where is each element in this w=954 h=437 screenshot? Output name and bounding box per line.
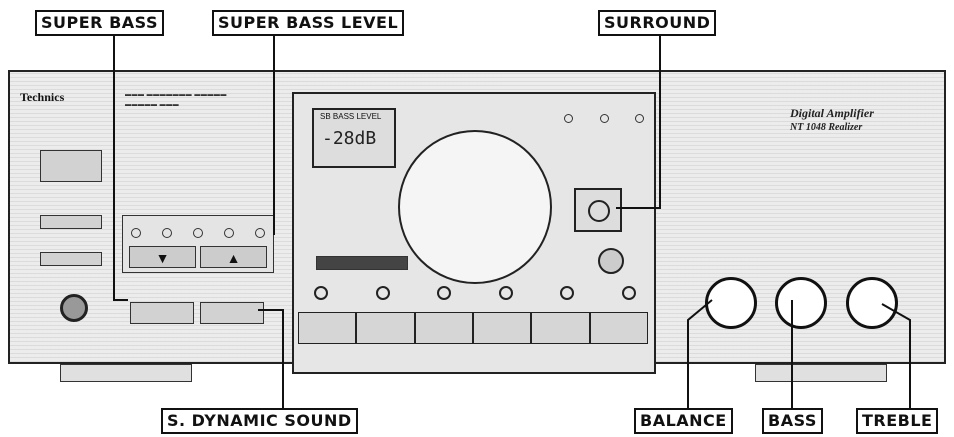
input-led-icon	[375, 286, 390, 300]
tape-monitor-knob-icon[interactable]	[598, 248, 624, 274]
super-bass-level-block: ▼ ▲	[122, 215, 274, 273]
surround-button[interactable]	[574, 188, 622, 232]
level-display-title: SB BASS LEVEL	[320, 112, 382, 121]
indicator-led-icon	[599, 114, 609, 123]
left-foot	[60, 364, 192, 382]
treble-leader	[881, 303, 911, 410]
level-indicator-icon	[224, 228, 234, 238]
brand-logo: Technics	[20, 90, 65, 104]
input-button-tape[interactable]	[414, 312, 473, 344]
input-button-aux[interactable]	[589, 312, 648, 344]
surround-knob-icon	[588, 200, 610, 222]
indicator-led-icon	[564, 114, 573, 123]
model-caption-2: ▬▬▬▬▬ ▬▬▬	[125, 102, 180, 108]
center-display-panel: SB BASS LEVEL -28dB	[292, 92, 656, 374]
input-led-icon	[498, 286, 513, 300]
balance-mode-button[interactable]	[316, 256, 408, 270]
s-dynamic-sound-button[interactable]	[200, 302, 264, 324]
level-indicator-icon	[193, 228, 203, 238]
callout-treble: TREBLE	[856, 408, 939, 434]
callout-super-bass: SUPER BASS	[35, 10, 164, 36]
callout-bass: BASS	[762, 408, 823, 434]
indicator-led-icon	[635, 114, 644, 123]
amplifier-front-panel: Technics ▬▬▬ ▬▬▬▬▬▬▬ ▬▬▬▬▬ ▬▬▬▬▬ ▬▬▬ ▼ ▲…	[8, 70, 946, 382]
callout-s-dynamic-sound: S. DYNAMIC SOUND	[161, 408, 358, 434]
callout-balance: BALANCE	[634, 408, 733, 434]
input-led-icon	[621, 286, 636, 300]
input-selector-row	[298, 312, 648, 344]
input-button-tuner[interactable]	[356, 312, 415, 344]
callout-super-bass-level: SUPER BASS LEVEL	[212, 10, 405, 36]
super-bass-leader	[113, 32, 128, 301]
bass-knob-icon[interactable]	[775, 277, 827, 329]
input-button-phono[interactable]	[531, 312, 590, 344]
level-indicator-icon	[255, 228, 265, 238]
level-up-button[interactable]: ▲	[200, 246, 267, 268]
level-display-value: -28dB	[322, 128, 377, 149]
balance-knob-icon[interactable]	[705, 277, 757, 329]
volume-knob-icon[interactable]	[398, 130, 552, 284]
balance-leader	[687, 299, 713, 410]
headphone-jack-icon	[60, 294, 88, 322]
level-down-button[interactable]: ▼	[129, 246, 196, 268]
level-display-window: SB BASS LEVEL -28dB	[312, 108, 396, 168]
power-button[interactable]	[40, 150, 102, 182]
script-logo-line1: Digital Amplifier	[790, 106, 874, 120]
input-led-icon	[437, 286, 452, 300]
input-button-vcr[interactable]	[472, 312, 532, 344]
input-button-cd[interactable]	[298, 312, 357, 344]
surround-leader	[616, 32, 661, 209]
right-foot	[755, 364, 887, 382]
level-indicator-icon	[162, 228, 172, 238]
level-indicator-icon	[131, 228, 141, 238]
speaker-a-button[interactable]	[40, 215, 102, 229]
script-logo-line2: NT 1048 Realizer	[790, 122, 863, 133]
input-led-icon	[314, 286, 328, 300]
callout-surround: SURROUND	[598, 10, 717, 36]
s-dynamic-sound-leader	[258, 309, 284, 410]
model-caption-1: ▬▬▬ ▬▬▬▬▬▬▬ ▬▬▬▬▬	[125, 92, 227, 98]
treble-knob-icon[interactable]	[846, 277, 898, 329]
input-led-icon	[560, 286, 575, 300]
super-bass-button[interactable]	[130, 302, 194, 324]
speaker-b-button[interactable]	[40, 252, 102, 266]
